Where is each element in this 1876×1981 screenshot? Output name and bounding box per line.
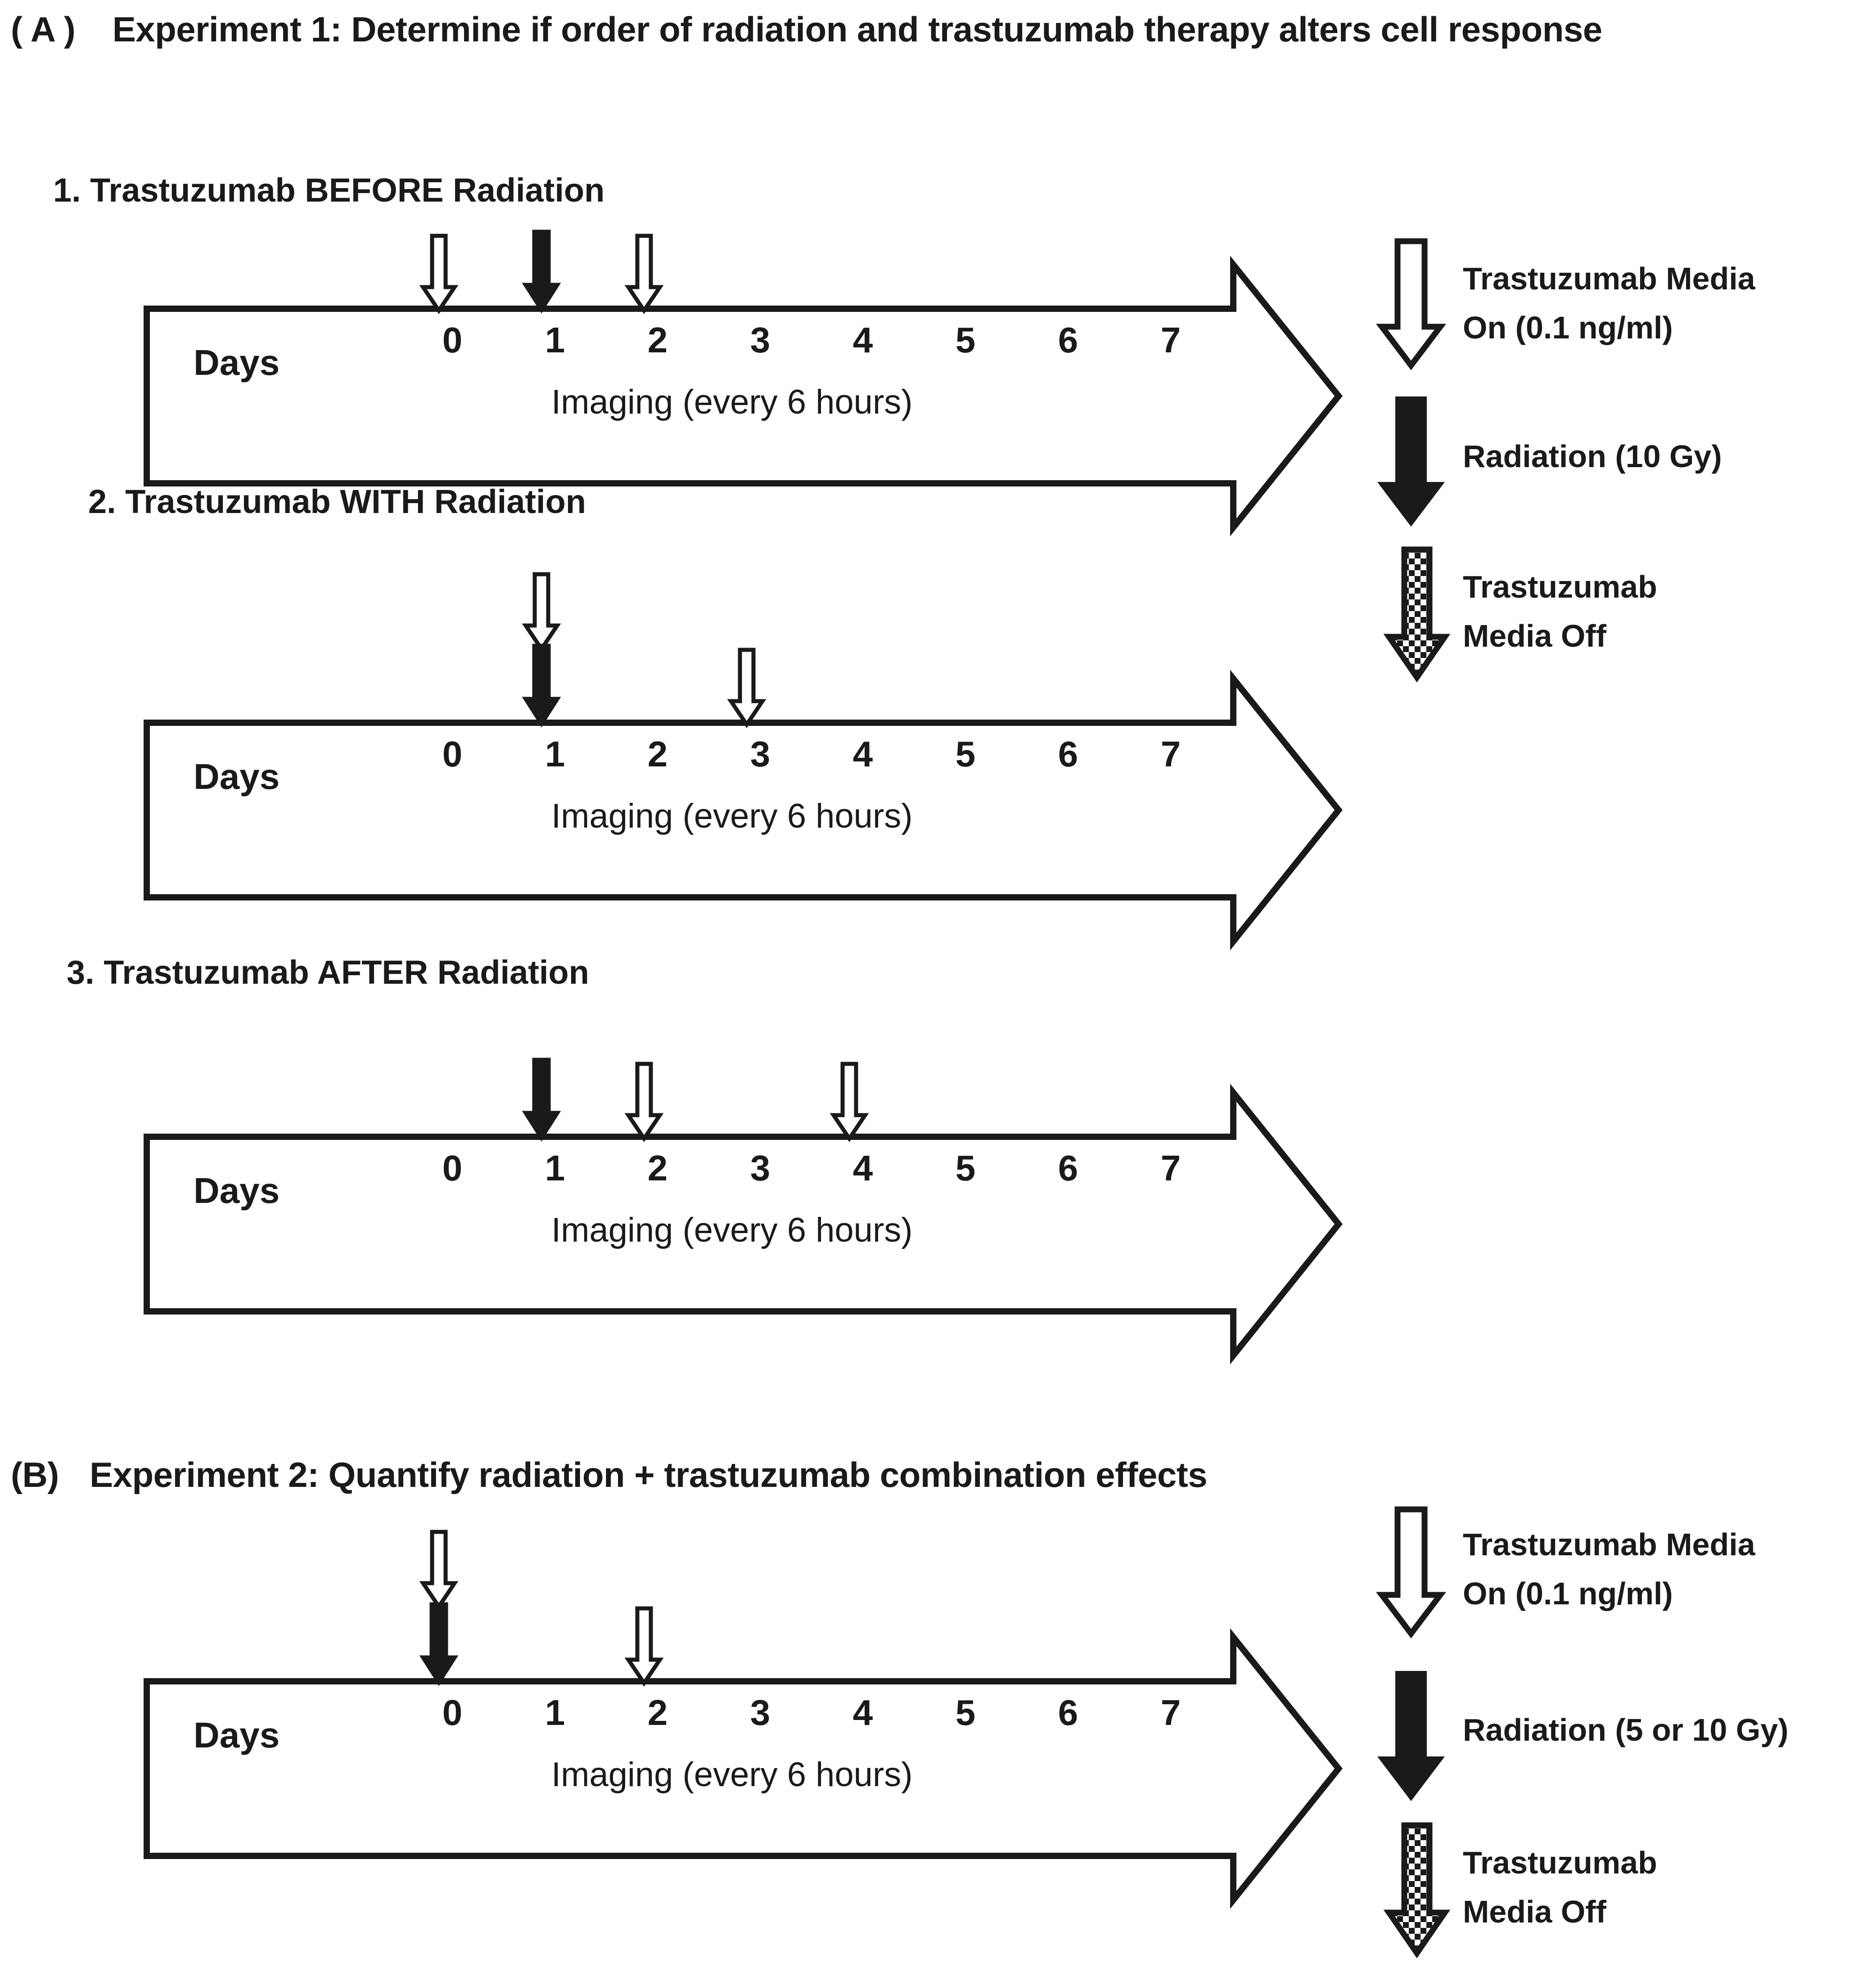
timeline-b1-day-1: 1 (545, 1693, 565, 1733)
event-trastuzumab-on-icon (419, 1530, 459, 1611)
event-trastuzumab-off-icon (624, 234, 664, 315)
timeline-a2-day-3: 3 (750, 734, 771, 774)
timeline-b1-day-0: 0 (442, 1693, 463, 1733)
legend-b-item-2-line-0: Trastuzumab (1463, 1845, 1657, 1880)
timeline-a2-heading: 2. Trastuzumab WITH Radiation (88, 483, 586, 520)
timeline-a2-day-6: 6 (1058, 734, 1078, 774)
timeline-a1-day-6: 6 (1058, 320, 1078, 360)
timeline-b1-day-7: 7 (1160, 1693, 1181, 1733)
timeline-a2-arrow (144, 670, 1343, 950)
legend-b-item-0-line-1: On (0.1 ng/ml) (1463, 1576, 1673, 1611)
legend-a-item-0-line-0: Trastuzumab Media (1463, 261, 1755, 296)
legend-a-item-2-text: Trastuzumab Media Off (1463, 563, 1657, 660)
timeline-a2-day-2: 2 (647, 734, 668, 774)
event-radiation-icon (521, 230, 562, 314)
timeline-b1-imaging-note: Imaging (every 6 hours) (551, 1756, 913, 1794)
event-trastuzumab-on-icon (419, 234, 459, 315)
legend-a-trastuzumab-on-icon (1375, 238, 1447, 370)
timeline-a1-day-0: 0 (442, 320, 463, 360)
legend-b-item-0-text: Trastuzumab Media On (0.1 ng/ml) (1463, 1520, 1755, 1618)
panel-a-heading: ( A ) Experiment 1: Determine if order o… (11, 9, 1602, 50)
timeline-a3-arrow (144, 1084, 1343, 1364)
legend-a-item-0-line-1: On (0.1 ng/ml) (1463, 310, 1673, 345)
panel-a-tag: ( A ) (11, 9, 76, 49)
panel-b-title: Experiment 2: Quantify radiation + trast… (90, 1455, 1208, 1495)
timeline-a2-day-1: 1 (545, 734, 565, 774)
timeline-b1-days-label: Days (194, 1715, 280, 1755)
timeline-a2-day-7: 7 (1160, 734, 1181, 774)
legend-a-item-1-line-0: Radiation (10 Gy) (1463, 439, 1722, 474)
event-trastuzumab-off-icon (726, 648, 767, 729)
legend-a-radiation-icon (1377, 396, 1445, 527)
timeline-a3-day-4: 4 (852, 1148, 873, 1188)
timeline-b1-day-6: 6 (1058, 1693, 1078, 1733)
legend-a-item-1-text: Radiation (10 Gy) (1463, 432, 1722, 481)
timeline-a3-day-7: 7 (1160, 1148, 1181, 1188)
timeline-a3-day-3: 3 (750, 1148, 771, 1188)
timeline-a1-day-3: 3 (750, 320, 771, 360)
timeline-b1-day-2: 2 (647, 1693, 668, 1733)
timeline-a1-arrow (144, 256, 1343, 536)
event-trastuzumab-on-icon (624, 1062, 664, 1143)
legend-b-item-2-text: Trastuzumab Media Off (1463, 1838, 1657, 1936)
event-radiation-icon (521, 644, 562, 728)
timeline-b1-arrow (144, 1628, 1343, 1909)
panel-a-title: Experiment 1: Determine if order of radi… (112, 9, 1602, 49)
timeline-a3-days-label: Days (194, 1171, 280, 1211)
timeline-a3-heading: 3. Trastuzumab AFTER Radiation (67, 954, 589, 991)
event-trastuzumab-off-icon (624, 1606, 664, 1687)
legend-a-item-2-line-1: Media Off (1463, 618, 1606, 653)
event-trastuzumab-off-icon (829, 1062, 870, 1143)
timeline-a1-day-2: 2 (647, 320, 668, 360)
timeline-b1-day-3: 3 (750, 1693, 771, 1733)
legend-b-item-0-line-0: Trastuzumab Media (1463, 1527, 1755, 1562)
legend-b-trastuzumab-off-icon (1383, 1822, 1453, 1958)
event-radiation-icon (521, 1058, 562, 1142)
timeline-a3-day-2: 2 (647, 1148, 668, 1188)
timeline-a2-days-label: Days (194, 756, 280, 797)
panel-b-heading: (B) Experiment 2: Quantify radiation + t… (11, 1454, 1208, 1495)
legend-a-item-2-line-0: Trastuzumab (1463, 569, 1657, 604)
legend-b-item-1-text: Radiation (5 or 10 Gy) (1463, 1706, 1788, 1755)
timeline-a1-day-7: 7 (1160, 320, 1181, 360)
timeline-a1-day-4: 4 (852, 320, 873, 360)
timeline-a3-day-5: 5 (955, 1148, 976, 1188)
timeline-b1-day-4: 4 (852, 1693, 873, 1733)
timeline-a1-days-label: Days (194, 342, 280, 383)
timeline-a2-imaging-note: Imaging (every 6 hours) (551, 797, 913, 835)
timeline-a1-imaging-note: Imaging (every 6 hours) (551, 383, 913, 421)
legend-b-trastuzumab-on-icon (1375, 1506, 1447, 1639)
timeline-a2-day-0: 0 (442, 734, 463, 774)
legend-b-item-1-line-0: Radiation (5 or 10 Gy) (1463, 1712, 1789, 1747)
timeline-a2-day-4: 4 (852, 734, 873, 774)
legend-a-item-0-text: Trastuzumab Media On (0.1 ng/ml) (1463, 254, 1755, 352)
legend-a-trastuzumab-off-icon (1383, 546, 1453, 683)
event-trastuzumab-on-icon (521, 572, 562, 653)
timeline-a2-day-5: 5 (955, 734, 976, 774)
legend-b-radiation-icon (1377, 1670, 1445, 1801)
timeline-a1-day-1: 1 (545, 320, 565, 360)
timeline-a3-day-0: 0 (442, 1148, 463, 1188)
timeline-b1-day-5: 5 (955, 1693, 976, 1733)
legend-b-item-2-line-1: Media Off (1463, 1894, 1606, 1929)
timeline-a1-day-5: 5 (955, 320, 976, 360)
timeline-a3-day-6: 6 (1058, 1148, 1078, 1188)
event-radiation-icon (419, 1602, 459, 1686)
timeline-a3-day-1: 1 (545, 1148, 565, 1188)
panel-b-tag: (B) (11, 1455, 59, 1495)
timeline-a3-imaging-note: Imaging (every 6 hours) (551, 1211, 913, 1249)
timeline-a1-heading: 1. Trastuzumab BEFORE Radiation (53, 171, 605, 209)
